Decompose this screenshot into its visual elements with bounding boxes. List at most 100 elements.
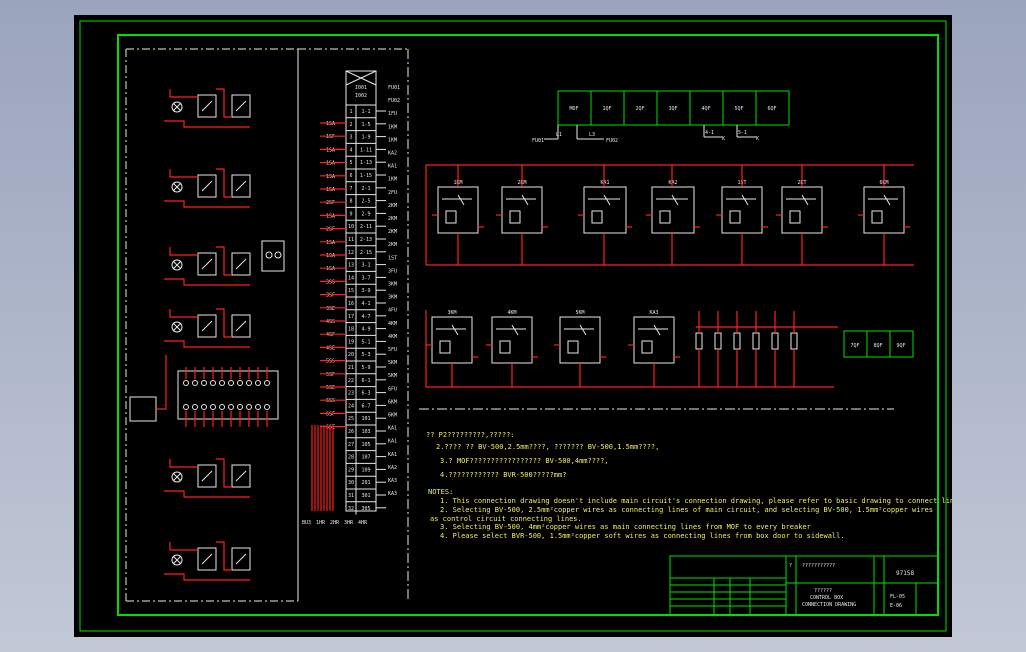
terminal-num: 32 xyxy=(348,506,354,512)
relay-label: 4KM xyxy=(507,310,516,316)
bottom-label: BU3 xyxy=(302,520,311,526)
terminal-right-label: 6KM xyxy=(388,399,397,405)
terminal-left-label: 4SE xyxy=(326,345,335,351)
terminal-wire: 2-13 xyxy=(360,237,372,243)
title-text: ??????????? xyxy=(802,563,835,569)
terminal-wire: 5-1 xyxy=(361,339,370,345)
drawing-code: 97158 xyxy=(896,570,914,577)
fuse xyxy=(771,332,779,350)
push-button xyxy=(231,314,251,338)
terminal-num: 19 xyxy=(348,339,354,345)
breaker-label: MOF xyxy=(569,106,578,112)
terminal-num: 9 xyxy=(349,211,352,217)
terminal-right-label: 2KM xyxy=(388,203,397,209)
terminal-right-label: 1KM xyxy=(388,124,397,130)
terminal-wire: 5-3 xyxy=(361,352,370,358)
terminal-num: 25 xyxy=(348,416,354,422)
ammeter xyxy=(261,240,285,272)
terminal-wire: 1-13 xyxy=(360,160,372,166)
terminal-right-label: 4KM xyxy=(388,334,397,340)
title-mark: ? xyxy=(789,563,792,569)
drawing-no-2: E-06 xyxy=(890,603,902,609)
indicator-lamp xyxy=(171,554,183,566)
terminal-left-label: 5SE xyxy=(326,385,335,391)
terminal-left-label: 6SF xyxy=(326,411,335,417)
breaker-tag: L1 xyxy=(556,132,562,138)
push-button xyxy=(197,314,217,338)
relay-block xyxy=(721,186,763,234)
terminal-right-label: FU02 xyxy=(388,98,400,104)
breaker-tag: FU01 xyxy=(532,138,544,144)
terminal-wire: 305 xyxy=(361,506,370,512)
terminal-wire: 1-9 xyxy=(361,135,370,141)
breaker-tag: FU02 xyxy=(606,138,618,144)
terminal-num: 4 xyxy=(349,147,352,153)
terminal-left-label: 1SA xyxy=(326,213,335,219)
terminal-right-label: KA2 xyxy=(388,151,397,157)
terminal-num: 6 xyxy=(349,173,352,179)
terminal-left-label: 3SF xyxy=(326,293,335,299)
note-en-2b: as control circuit connecting lines. xyxy=(430,515,582,523)
indicator-lamp xyxy=(171,181,183,193)
terminal-right-label: 5KM xyxy=(388,360,397,366)
terminal-wire: 4-9 xyxy=(361,327,370,333)
relay-label: KA1 xyxy=(600,180,609,186)
terminal-wire: 4-7 xyxy=(361,314,370,320)
note-en-4: 4. Please select BVR-500, 1.5mm²copper s… xyxy=(440,532,845,540)
title-block: ??????????? 97158 ?????? CONTROL BOX CON… xyxy=(669,555,939,616)
terminal-wire: 6-3 xyxy=(361,391,370,397)
door-components xyxy=(129,88,285,581)
terminal-right-label: 1FU xyxy=(388,111,397,117)
note-cn-2: 3.? MOF????????????????? BV-500,4mm????, xyxy=(440,457,609,465)
terminal-num: 11 xyxy=(348,237,354,243)
breaker-tag: K xyxy=(756,136,759,142)
terminal-num: 7 xyxy=(349,186,352,192)
fuse xyxy=(733,332,741,350)
push-button xyxy=(197,547,217,571)
terminal-wire: 6-7 xyxy=(361,403,370,409)
terminal-left-label: 4SF xyxy=(326,332,335,338)
terminal-right-label: 4FU xyxy=(388,308,397,314)
terminal-right-label: KA1 xyxy=(388,426,397,432)
breaker-tag: L3 xyxy=(589,132,595,138)
breaker-box xyxy=(889,330,914,358)
terminal-left-label: 1SF xyxy=(326,134,335,140)
breaker-label: 6QF xyxy=(767,106,776,112)
note-en-2: 2. Selecting BV-500, 2.5mm²copper wires … xyxy=(440,506,933,514)
terminal-left-label: 5SF xyxy=(326,372,335,378)
note-en-header: NOTES: xyxy=(428,488,453,496)
breaker-box xyxy=(755,90,790,126)
push-button xyxy=(231,252,251,276)
terminal-wire: 5-9 xyxy=(361,365,370,371)
terminal-num: 13 xyxy=(348,263,354,269)
terminal-num: 12 xyxy=(348,250,354,256)
terminal-left-label: 2SF xyxy=(326,227,335,233)
terminal-left-label: 1SA xyxy=(326,266,335,272)
terminal-wire: 1-5 xyxy=(361,122,370,128)
relay-block xyxy=(633,316,675,364)
terminal-right-label: 5KM xyxy=(388,373,397,379)
fuse xyxy=(695,332,703,350)
note-cn-header: ?? P2?????????,?????: xyxy=(426,431,515,439)
terminal-head: I001 xyxy=(355,85,367,91)
terminal-left-label: 1SA xyxy=(326,161,335,167)
terminal-wire: 2-5 xyxy=(361,199,370,205)
terminal-right-label: 3KM xyxy=(388,295,397,301)
terminal-num: 29 xyxy=(348,467,354,473)
terminal-right-label: 6FU xyxy=(388,386,397,392)
push-button xyxy=(231,464,251,488)
drawing-name-cn: ?????? xyxy=(814,588,832,594)
relay-block xyxy=(501,186,543,234)
terminal-num: 14 xyxy=(348,275,354,281)
terminal-right-label: 3FU xyxy=(388,268,397,274)
terminal-left-label: 1SA xyxy=(326,253,335,259)
fuse xyxy=(790,332,798,350)
terminal-right-label: KA2 xyxy=(388,465,397,471)
outer-frame xyxy=(79,20,947,632)
breaker-label: 4QF xyxy=(701,106,710,112)
terminal-num: 10 xyxy=(348,224,354,230)
terminal-num: 16 xyxy=(348,301,354,307)
